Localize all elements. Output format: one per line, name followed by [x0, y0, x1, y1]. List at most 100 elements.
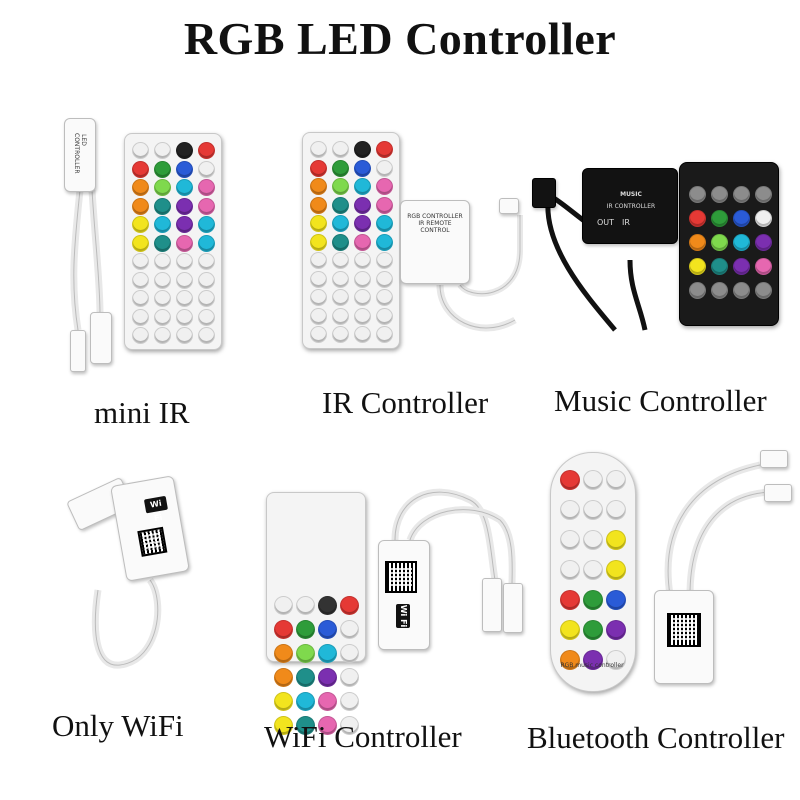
- caption-music-controller: Music Controller: [554, 383, 767, 418]
- remote-button: [132, 197, 149, 215]
- remote-button: [310, 326, 327, 343]
- remote-button: [376, 252, 393, 269]
- bluetooth-controller-panel: RGB music controller Bluetooth Controlle…: [0, 440, 800, 800]
- remote-button: [332, 270, 349, 288]
- bluetooth-controller-qr-code: [667, 613, 701, 647]
- remote-button: [198, 160, 215, 178]
- remote-button: [689, 234, 706, 251]
- remote-button: [154, 160, 171, 178]
- remote-button: [176, 327, 193, 344]
- only-wifi-cable: [91, 577, 162, 669]
- remote-button: [689, 258, 706, 275]
- mini-ir-receiver-box: LED CONTROLLER: [64, 118, 96, 192]
- only-wifi-panel: Wi Fi Only WiFi: [0, 440, 250, 800]
- remote-button: [176, 290, 193, 307]
- remote-button: [606, 650, 626, 670]
- music-controller-panel: MUSIC IR CONTROLLER OUT IR Music Control…: [532, 162, 779, 418]
- remote-button: [733, 282, 750, 299]
- remote-button: [318, 644, 337, 663]
- remote-button: [560, 620, 580, 640]
- remote-button: [154, 290, 171, 307]
- remote-button: [154, 234, 171, 252]
- ir-controller-box-label: RGB CONTROLLER IR REMOTE CONTROL: [407, 213, 463, 234]
- remote-button: [560, 470, 580, 490]
- remote-button: [689, 186, 706, 203]
- remote-button: [198, 234, 215, 252]
- caption-wifi-controller: WiFi Controller: [264, 719, 462, 754]
- remote-button: [154, 271, 171, 289]
- bluetooth-remote-label: RGB music controller: [560, 662, 624, 669]
- remote-button: [176, 160, 193, 178]
- remote-button: [733, 210, 750, 227]
- remote-button: [340, 620, 359, 639]
- remote-button: [198, 197, 215, 215]
- remote-button: [198, 216, 215, 233]
- remote-button: [274, 620, 293, 639]
- remote-button: [296, 644, 315, 663]
- remote-button: [354, 270, 371, 288]
- remote-button: [296, 620, 315, 639]
- remote-button: [560, 500, 580, 520]
- remote-button: [583, 620, 603, 640]
- music-box-label: IR CONTROLLER: [606, 203, 656, 210]
- caption-only-wifi: Only WiFi: [52, 708, 184, 743]
- remote-button: [606, 560, 626, 580]
- mini-ir-cable: [70, 189, 104, 331]
- remote-button: [154, 216, 171, 233]
- remote-button: [198, 179, 215, 196]
- remote-button: [733, 186, 750, 203]
- remote-button: [176, 142, 193, 159]
- wifi-controller-panel: Wi Fi WiFi Controller: [0, 440, 540, 800]
- remote-button: [560, 590, 580, 610]
- remote-button: [332, 178, 349, 195]
- bluetooth-plug-a: [760, 450, 788, 468]
- remote-button: [583, 530, 603, 550]
- remote-button: [583, 470, 603, 490]
- remote-button: [176, 234, 193, 252]
- page-title: RGB LED Controller: [183, 13, 617, 64]
- remote-button: [132, 216, 149, 233]
- remote-button: [376, 307, 393, 325]
- remote-button: [354, 159, 371, 177]
- remote-button: [733, 258, 750, 275]
- remote-button: [310, 289, 327, 306]
- remote-button: [132, 308, 149, 326]
- mini-ir-dc-socket: [90, 312, 112, 364]
- remote-button: [198, 308, 215, 326]
- remote-button: [711, 282, 728, 299]
- remote-button: [176, 271, 193, 289]
- remote-button: [132, 253, 149, 270]
- remote-button: [154, 253, 171, 270]
- remote-button: [154, 179, 171, 196]
- remote-button: [711, 258, 728, 275]
- remote-button: [354, 141, 371, 158]
- remote-button: [310, 178, 327, 195]
- remote-button: [154, 142, 171, 159]
- remote-button: [274, 596, 293, 615]
- remote-button: [176, 308, 193, 326]
- remote-button: [354, 252, 371, 269]
- remote-button: [340, 692, 359, 711]
- remote-button: [176, 253, 193, 270]
- remote-button: [154, 308, 171, 326]
- remote-button: [310, 159, 327, 177]
- remote-button: [755, 210, 772, 227]
- remote-button: [132, 271, 149, 289]
- mini-ir-panel: LED CONTROLLER mini IR: [0, 0, 260, 440]
- bluetooth-controller-box: [654, 590, 714, 684]
- remote-button: [310, 141, 327, 158]
- remote-button: [176, 216, 193, 233]
- remote-button: [376, 141, 393, 158]
- remote-button: [340, 716, 359, 735]
- remote-button: [354, 307, 371, 325]
- remote-button: [274, 716, 293, 735]
- wifi-controller-cable: [391, 488, 516, 586]
- caption-ir-controller: IR Controller: [322, 385, 489, 420]
- remote-button: [132, 160, 149, 178]
- remote-button: [132, 234, 149, 252]
- remote-button: [198, 290, 215, 307]
- remote-button: [376, 289, 393, 306]
- remote-button: [132, 179, 149, 196]
- remote-button: [560, 560, 580, 580]
- bluetooth-controller-cable: [664, 461, 771, 596]
